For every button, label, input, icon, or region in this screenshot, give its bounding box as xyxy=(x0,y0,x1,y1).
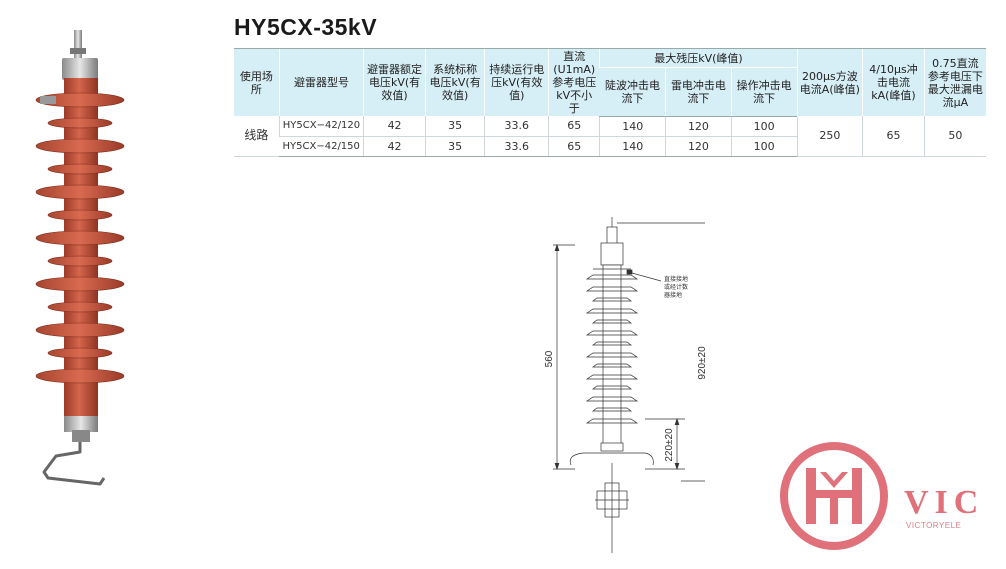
header-continuous-voltage: 持续运行电压kV(有效值) xyxy=(484,48,549,116)
header-residual-group: 最大残压kV(峰值) xyxy=(599,48,797,68)
dim-bottom-label: 220±20 xyxy=(664,428,675,462)
impulse-current-cell: 65 xyxy=(862,116,925,157)
header-leakage: 0.75直流参考电压下最大泄漏电流μA xyxy=(923,48,986,116)
dc-cell: 65 xyxy=(548,136,600,157)
table-row: 线路 HY5CX−42/120 42 35 33.6 65 140 120 10… xyxy=(234,116,986,157)
header-subrow: 陡波冲击电流下 雷电冲击电流下 操作冲击电流下 xyxy=(234,67,986,117)
shed-lines xyxy=(585,268,639,424)
continuous-cell: 33.6 xyxy=(484,116,549,137)
system-cell: 35 xyxy=(424,116,485,137)
arrester-photo xyxy=(35,30,125,486)
leakage-cell: 50 xyxy=(923,116,986,157)
grounding-note: 直接接地 或经计数 器接地 xyxy=(664,276,688,300)
header-impulse-current: 4/10μs冲击电流kA(峰值) xyxy=(862,48,925,116)
header-lightning: 雷电冲击电流下 xyxy=(665,67,732,117)
spec-table: 使用场所 避雷器型号 避雷器额定电压kV(有效值) 系统标称电压kV(有效值) … xyxy=(234,48,986,157)
header-rated-voltage: 避雷器额定电压kV(有效值) xyxy=(363,48,426,116)
brand-logo-icon xyxy=(780,442,888,550)
lightning-cell: 120 xyxy=(665,116,732,137)
steep-cell: 140 xyxy=(599,116,666,137)
system-cell: 35 xyxy=(424,136,485,157)
dc-cell: 65 xyxy=(548,116,600,137)
dim-right-label: 920±20 xyxy=(697,346,705,380)
model-cell: HY5CX−42/150 xyxy=(279,136,364,157)
header-model: 避雷器型号 xyxy=(278,48,364,116)
lightning-cell: 120 xyxy=(665,136,732,157)
header-switching: 操作冲击电流下 xyxy=(730,67,797,117)
dim-left-label: 560 xyxy=(544,350,555,367)
grounding-note-line: 或经计数 xyxy=(664,284,689,291)
switching-cell: 100 xyxy=(730,116,797,137)
square-wave-cell: 250 xyxy=(796,116,863,157)
rated-cell: 42 xyxy=(363,136,426,157)
rated-cell: 42 xyxy=(363,116,426,137)
header-usage: 使用场所 xyxy=(234,48,280,116)
header-system-voltage: 系统标称电压kV(有效值) xyxy=(424,48,485,116)
header-steep-wave: 陡波冲击电流下 xyxy=(599,67,666,117)
usage-cell: 线路 xyxy=(234,116,280,157)
steep-cell: 140 xyxy=(599,136,666,157)
header-row: 使用场所 避雷器型号 避雷器额定电压kV(有效值) 系统标称电压kV(有效值) … xyxy=(234,48,986,116)
header-square-wave: 200μs方波电流A(峰值) xyxy=(796,48,863,116)
model-cell: HY5CX−42/120 xyxy=(278,116,364,137)
switching-cell: 100 xyxy=(730,136,797,157)
header-dc-reference: 直流(U1mA)参考电压kV不小于 xyxy=(548,48,600,116)
continuous-cell: 33.6 xyxy=(484,136,549,157)
dimension-drawing: 560 920±20 220±20 xyxy=(544,217,705,553)
grounding-note-line: 直接接地 xyxy=(664,276,689,283)
brand-logo-subtext: VICTORYELE xyxy=(906,521,962,530)
brand-logo-text: VIC xyxy=(904,484,985,521)
page-title: HY5CX-35kV xyxy=(234,14,378,40)
table-row: HY5CX−42/150 42 35 33.6 65 140 120 100 xyxy=(234,136,986,157)
grounding-note-line: 器接地 xyxy=(664,292,683,299)
